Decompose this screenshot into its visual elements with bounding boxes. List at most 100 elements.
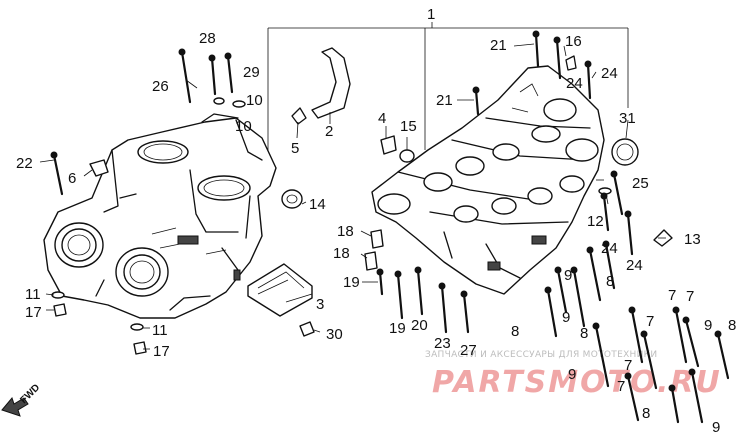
callout-c22: 22 bbox=[16, 155, 33, 172]
callout-c7a: 7 bbox=[668, 287, 676, 304]
bolt bbox=[554, 266, 568, 314]
callout-c7c: 7 bbox=[646, 313, 654, 330]
bolt bbox=[532, 30, 540, 68]
nut-17-top bbox=[53, 303, 67, 317]
oil-filter-boss bbox=[611, 138, 639, 166]
bolt bbox=[624, 372, 640, 422]
hose-clip bbox=[291, 107, 307, 125]
callout-c4: 4 bbox=[378, 110, 386, 127]
callout-c27: 27 bbox=[460, 342, 477, 359]
forward-arrow-icon bbox=[1, 396, 29, 417]
dowel-clip bbox=[565, 55, 577, 71]
bolt bbox=[688, 368, 704, 424]
callout-c20: 20 bbox=[411, 317, 428, 334]
bolt bbox=[553, 36, 562, 80]
baffle-plate bbox=[247, 263, 313, 317]
callout-c21a: 21 bbox=[490, 37, 507, 54]
bolt bbox=[178, 48, 192, 104]
oil-seal bbox=[281, 189, 303, 209]
callout-c9a: 9 bbox=[564, 267, 572, 284]
bolt-18-b bbox=[364, 251, 378, 271]
callout-c29: 29 bbox=[243, 64, 260, 81]
callout-c9d: 9 bbox=[568, 366, 576, 383]
bolt bbox=[610, 170, 624, 216]
bolt bbox=[394, 270, 404, 320]
callout-c18b: 18 bbox=[333, 245, 350, 262]
bolt bbox=[628, 306, 644, 364]
washer-11-bottom bbox=[130, 323, 144, 331]
bolt bbox=[570, 266, 586, 328]
callout-c19a: 19 bbox=[343, 274, 360, 291]
callout-c2: 2 bbox=[325, 123, 333, 140]
watermark-logo: PARTSMOTO.RU bbox=[432, 365, 722, 400]
lower-crankcase bbox=[371, 65, 605, 295]
forward-direction-indicator: FWD bbox=[1, 382, 42, 417]
callout-c18a: 18 bbox=[337, 223, 354, 240]
callout-c15: 15 bbox=[400, 118, 417, 135]
bolt bbox=[602, 240, 616, 290]
bolt bbox=[586, 246, 602, 302]
callout-c8c: 8 bbox=[580, 325, 588, 342]
callout-c1: 1 bbox=[427, 6, 435, 23]
bolt bbox=[682, 316, 700, 368]
bolt-30 bbox=[299, 321, 315, 337]
callout-c19b: 19 bbox=[389, 320, 406, 337]
callout-c9c: 9 bbox=[704, 317, 712, 334]
bolt bbox=[376, 268, 384, 296]
breather-hose bbox=[311, 47, 351, 119]
plug bbox=[380, 135, 397, 155]
washer-10-right bbox=[232, 100, 246, 108]
callout-c23: 23 bbox=[434, 335, 451, 352]
forward-label: FWD bbox=[18, 382, 42, 406]
callout-c24c: 24 bbox=[601, 240, 618, 257]
bolt bbox=[224, 52, 234, 94]
callout-c14: 14 bbox=[309, 196, 326, 213]
bolt bbox=[672, 306, 688, 364]
callout-c25: 25 bbox=[632, 175, 649, 192]
bolt bbox=[438, 282, 448, 334]
callout-c26: 26 bbox=[152, 78, 169, 95]
bolt bbox=[50, 151, 64, 196]
breather-fitting bbox=[89, 159, 109, 177]
bolt bbox=[640, 330, 658, 390]
callout-c16: 16 bbox=[565, 33, 582, 50]
watermark-caption: ЗАПЧАСТИ И АКСЕССУАРЫ ДЛЯ МОТОТЕХНИКИ bbox=[425, 350, 657, 360]
callout-c7d: 7 bbox=[624, 357, 632, 374]
bolt bbox=[544, 286, 558, 338]
bolt bbox=[714, 330, 730, 380]
bolt-set bbox=[50, 30, 730, 424]
callout-c28: 28 bbox=[199, 30, 216, 47]
bolt bbox=[624, 210, 634, 256]
bolt-18-a bbox=[370, 229, 384, 249]
bolt bbox=[592, 322, 610, 388]
callout-c9b: 9 bbox=[562, 309, 570, 326]
callout-c6: 6 bbox=[68, 170, 76, 187]
callout-c7e: 7 bbox=[617, 378, 625, 395]
nut-17-bottom bbox=[133, 341, 147, 355]
callout-c12: 12 bbox=[587, 213, 604, 230]
upper-crankcase bbox=[43, 113, 277, 319]
callout-c31: 31 bbox=[619, 110, 636, 127]
bolt bbox=[460, 290, 470, 334]
callout-c10b: 10 bbox=[246, 92, 263, 109]
callout-c9e: 9 bbox=[712, 419, 720, 436]
bolt bbox=[414, 266, 424, 316]
callout-c11b: 11 bbox=[152, 322, 168, 339]
callout-c13: 13 bbox=[684, 231, 701, 248]
watermark: ЗАПЧАСТИ И АКСЕССУАРЫ ДЛЯ МОТОТЕХНИКИ PA… bbox=[425, 350, 722, 400]
callout-c7b: 7 bbox=[686, 288, 694, 305]
callout-c24a: 24 bbox=[566, 75, 583, 92]
bolt bbox=[584, 60, 592, 100]
bolt bbox=[472, 86, 480, 116]
callout-c24d: 24 bbox=[626, 257, 643, 274]
leader-lines bbox=[39, 43, 666, 350]
o-ring bbox=[399, 149, 415, 163]
bolt bbox=[208, 54, 217, 96]
callout-c5: 5 bbox=[291, 140, 299, 157]
part-1-bracket bbox=[267, 22, 629, 160]
callout-c3: 3 bbox=[316, 296, 324, 313]
callout-c10a: 10 bbox=[235, 118, 252, 135]
callout-c8d: 8 bbox=[728, 317, 736, 334]
callout-c11a: 11 bbox=[25, 286, 41, 303]
